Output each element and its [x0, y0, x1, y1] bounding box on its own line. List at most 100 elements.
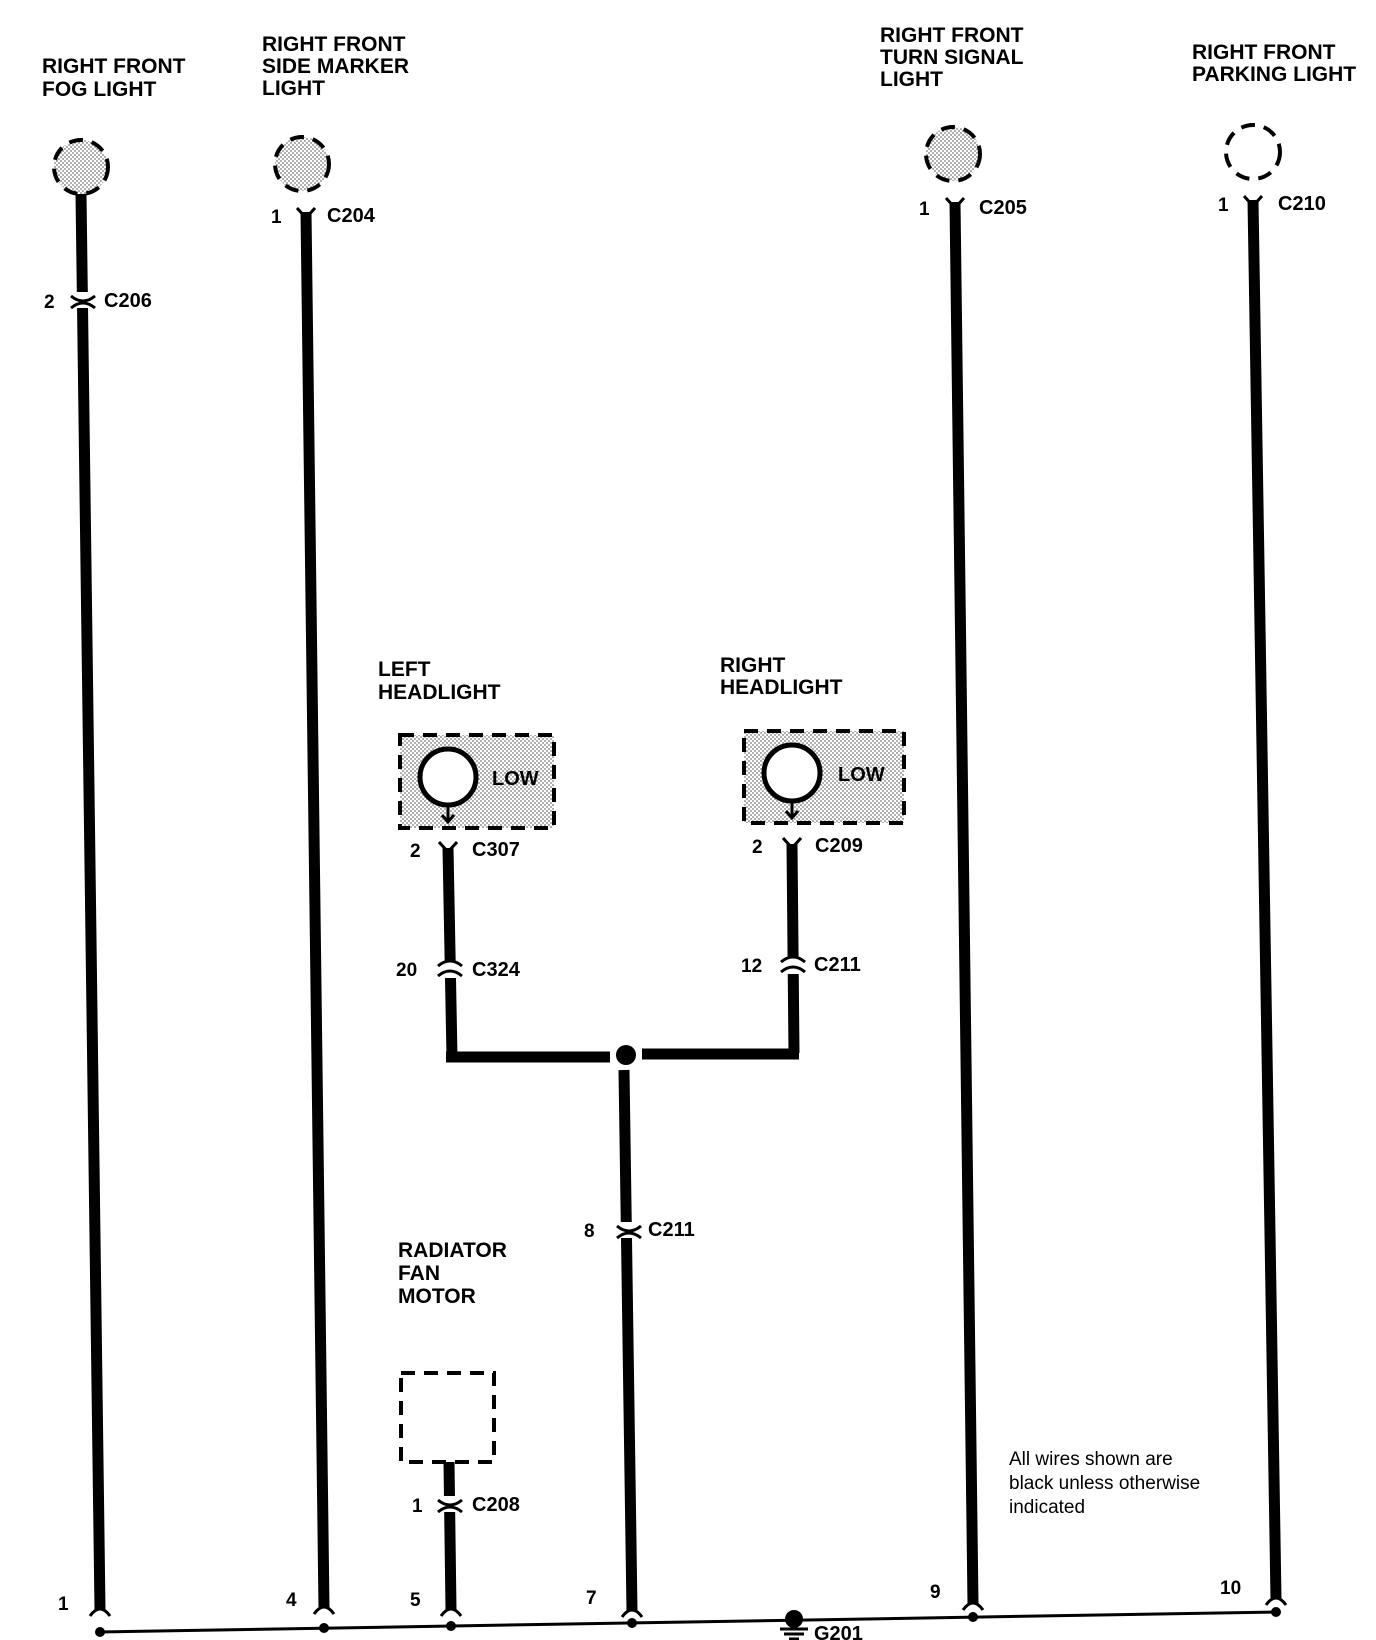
ground-pin-5: 5	[410, 1590, 421, 1611]
left-headlight-label-line2: HEADLIGHT	[378, 681, 501, 704]
parking-light-label-line2: PARKING LIGHT	[1192, 63, 1356, 86]
radiator-label-line1: RADIATOR	[398, 1239, 507, 1262]
c211-lower-pin: 8	[584, 1221, 595, 1242]
radiator-fan-wire	[443, 1461, 457, 1611]
ground-pin-7: 7	[586, 1588, 597, 1609]
c209-name: C209	[815, 835, 863, 857]
ground-node-10	[1271, 1607, 1281, 1617]
side-marker-bulb-icon	[273, 135, 331, 193]
c204-pin: 1	[271, 207, 282, 228]
ground-node-5	[446, 1621, 456, 1631]
right-headlight-label-line2: HEADLIGHT	[720, 676, 843, 699]
parking-light-label: RIGHT FRONT PARKING LIGHT	[1192, 41, 1356, 86]
ground-pin-9: 9	[930, 1582, 941, 1603]
ground-terminal-10-icon	[1264, 1596, 1288, 1606]
c205-connector-icon	[944, 196, 966, 211]
c206-name: C206	[104, 290, 152, 312]
parking-light-bulb-icon	[1224, 123, 1282, 181]
side-marker-label-line3: LIGHT	[262, 77, 325, 100]
radiator-fan-motor-label: RADIATOR FAN MOTOR	[398, 1239, 513, 1308]
c210-connector-icon	[1242, 194, 1264, 209]
c324-pin: 20	[396, 960, 417, 981]
right-headlight-label: RIGHT HEADLIGHT	[720, 654, 843, 699]
splice-dot	[616, 1045, 636, 1065]
side-marker-wire	[300, 211, 330, 1609]
fog-light-label: RIGHT FRONT FOG LIGHT	[42, 55, 191, 101]
side-marker-light-label: RIGHT FRONT SIDE MARKER LIGHT	[262, 33, 415, 100]
left-headlight-label-line1: LEFT	[378, 658, 431, 681]
c205-pin: 1	[919, 199, 930, 220]
fog-light-bulb-icon	[52, 138, 110, 196]
ground-pin-4: 4	[286, 1590, 297, 1611]
c211-lower-name: C211	[648, 1219, 695, 1241]
side-marker-label-line1: RIGHT FRONT	[262, 33, 406, 56]
c210-pin: 1	[1218, 195, 1229, 216]
ground-node-9	[968, 1612, 978, 1622]
ground-terminal-1-icon	[88, 1607, 112, 1617]
c204-name: C204	[327, 205, 376, 227]
c208-pin: 1	[412, 1496, 423, 1517]
c211-upper-name: C211	[814, 954, 861, 976]
c209-pin: 2	[752, 837, 763, 858]
left-headlight-wire	[442, 847, 458, 1058]
turn-signal-light-label: RIGHT FRONT TURN SIGNAL LIGHT	[880, 24, 1029, 91]
ground-bus	[99, 1610, 1277, 1634]
c307-connector-icon	[437, 840, 459, 855]
ground-symbol-icon	[780, 1619, 808, 1640]
ground-label: G201	[814, 1623, 863, 1640]
wire-color-note: All wires shown are black unless otherwi…	[1009, 1449, 1205, 1518]
left-headlight-bulb-icon	[417, 746, 479, 808]
turn-signal-label-line2: TURN SIGNAL	[880, 46, 1024, 69]
right-headlight-bulb-icon	[761, 742, 823, 804]
ground-node-7	[627, 1618, 637, 1628]
c307-name: C307	[472, 839, 520, 861]
c206-pin: 2	[44, 292, 55, 313]
radiator-label-line2: FAN	[398, 1262, 440, 1285]
c211-upper-connector-icon	[780, 955, 806, 974]
ground-terminal-7-icon	[620, 1608, 644, 1618]
ground-pin-1: 1	[58, 1594, 69, 1615]
turn-signal-wire	[949, 201, 979, 1605]
note-line1: All wires shown are	[1009, 1449, 1173, 1470]
left-headlight-label: LEFT HEADLIGHT	[378, 658, 501, 704]
headlight-ground-wire	[618, 1069, 638, 1612]
ground-terminal-5-icon	[439, 1607, 463, 1617]
c210-name: C210	[1278, 193, 1326, 215]
c208-connector-icon	[437, 1496, 463, 1514]
parking-light-wire	[1247, 199, 1282, 1600]
side-marker-label-line2: SIDE MARKER	[262, 55, 409, 78]
turn-signal-label-line1: RIGHT FRONT	[880, 24, 1024, 47]
radiator-fan-motor-box	[399, 1371, 496, 1464]
c324-connector-icon	[437, 959, 463, 978]
left-headlight-arrow-icon	[440, 805, 456, 825]
c206-connector-icon	[70, 292, 96, 310]
ground-node-1	[95, 1627, 105, 1637]
parking-light-label-line1: RIGHT FRONT	[1192, 41, 1336, 64]
right-headlight-low-label: LOW	[838, 764, 885, 786]
right-headlight-wire	[786, 843, 800, 1054]
right-headlight-label-line1: RIGHT	[720, 654, 786, 677]
note-line3: indicated	[1009, 1497, 1085, 1518]
c211-upper-pin: 12	[741, 956, 762, 977]
c211-lower-connector-icon	[616, 1222, 642, 1240]
note-line2: black unless otherwise	[1009, 1473, 1200, 1494]
ground-node-4	[319, 1623, 329, 1633]
fog-light-label-line2: FOG LIGHT	[42, 78, 156, 101]
fog-light-wire	[75, 193, 106, 1611]
turn-signal-bulb-icon	[924, 125, 982, 183]
c307-pin: 2	[410, 841, 421, 862]
ground-terminal-4-icon	[312, 1605, 336, 1615]
c205-name: C205	[979, 197, 1027, 219]
right-headlight-arrow-icon	[784, 801, 800, 821]
c204-connector-icon	[295, 206, 317, 221]
turn-signal-label-line3: LIGHT	[880, 68, 943, 91]
c209-connector-icon	[781, 836, 803, 851]
fog-light-label-line1: RIGHT FRONT	[42, 55, 186, 78]
c324-name: C324	[472, 959, 521, 981]
ground-pin-10: 10	[1220, 1578, 1241, 1599]
radiator-label-line3: MOTOR	[398, 1285, 476, 1308]
ground-terminal-9-icon	[961, 1601, 985, 1611]
left-headlight-low-label: LOW	[492, 768, 539, 790]
c208-name: C208	[472, 1494, 520, 1516]
